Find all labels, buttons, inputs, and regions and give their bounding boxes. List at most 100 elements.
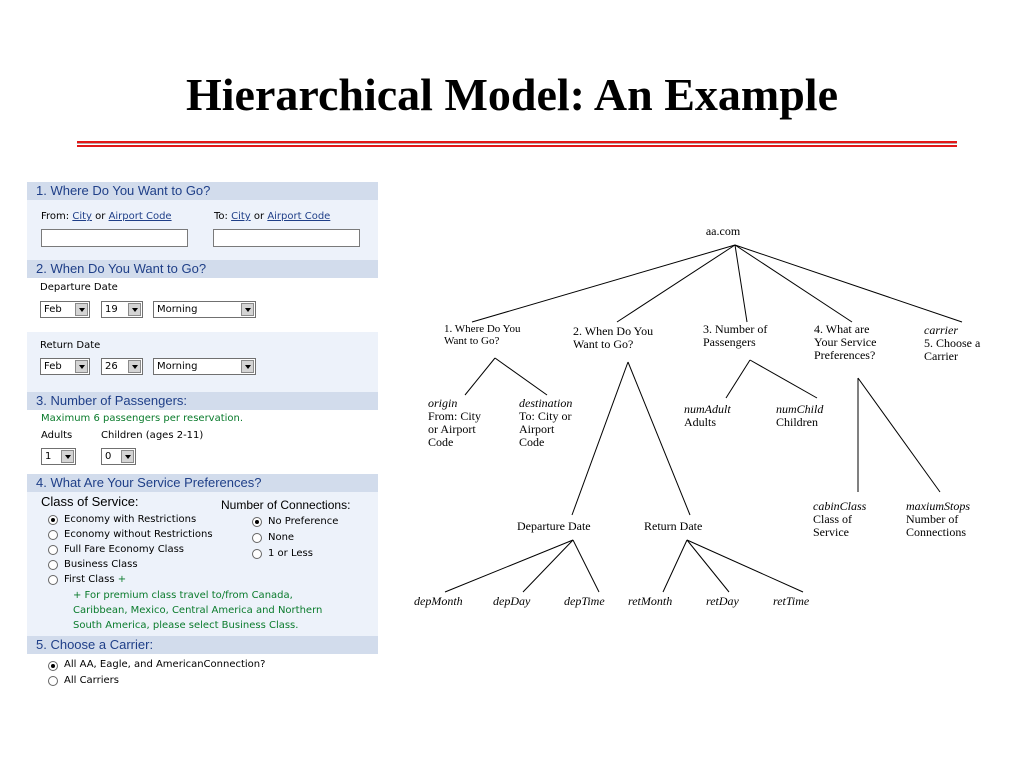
title-rule-bottom	[77, 145, 957, 147]
carrier-radio-all[interactable]	[48, 676, 58, 686]
carrier-radio-aa[interactable]	[48, 661, 58, 671]
node-max-stops-line: Connections	[906, 525, 966, 539]
chevron-down-icon	[75, 303, 88, 316]
edge-return-time	[686, 539, 804, 593]
dep-day-value: 19	[105, 304, 118, 315]
node-destination-line: Airport	[519, 422, 555, 436]
node-departure-date: Departure Date	[517, 519, 591, 533]
to-airport-code-link[interactable]: Airport Code	[267, 211, 331, 222]
node-service-line: 4. What are	[814, 322, 869, 336]
ret-day-value: 26	[105, 361, 118, 372]
chevron-down-icon	[75, 360, 88, 373]
chevron-down-icon	[128, 360, 141, 373]
edge-root-service	[734, 244, 853, 323]
to-city-link[interactable]: City	[231, 211, 251, 222]
adults-select[interactable]: 1	[41, 448, 76, 465]
from-city-link[interactable]: City	[72, 211, 92, 222]
connections-radio-no-preference[interactable]	[252, 517, 262, 527]
class-radio-economy-unrestricted[interactable]	[48, 530, 58, 540]
chevron-down-icon	[128, 303, 141, 316]
edge-passengers-adults	[725, 359, 751, 399]
node-where-line: 1. Where Do You	[444, 323, 521, 335]
ret-time-value: Morning	[157, 361, 198, 372]
tree-edges	[444, 244, 963, 593]
service-block: 4. What Are Your Service Preferences? Cl…	[27, 474, 378, 636]
premium-note-line: South America, please select Business Cl…	[73, 620, 299, 631]
carrier-option-label: All Carriers	[64, 675, 119, 686]
node-carrier-line: 5. Choose a	[924, 336, 981, 350]
node-passengers-line: 3. Number of	[703, 322, 767, 336]
children-select[interactable]: 0	[101, 448, 136, 465]
connections-radio-none[interactable]	[252, 533, 262, 543]
adults-label: Adults	[41, 430, 73, 441]
departure-date-label: Departure Date	[40, 282, 118, 293]
node-origin-line: From: City	[428, 409, 481, 423]
node-service-line: Preferences?	[814, 348, 875, 362]
node-num-adult-field: numAdult	[684, 402, 731, 416]
class-radio-economy-restricted[interactable]	[48, 515, 58, 525]
from-label: From: City or Airport Code	[41, 211, 172, 223]
node-when-line: Want to Go?	[573, 337, 633, 351]
leaf-dep-time: depTime	[564, 594, 605, 608]
carrier-block: 5. Choose a Carrier: All AA, Eagle, and …	[27, 636, 378, 691]
ret-time-select[interactable]: Morning	[153, 358, 256, 375]
slide-title: Hierarchical Model: An Example	[185, 69, 839, 120]
node-service: 4. What are Your Service Preferences?	[814, 322, 876, 362]
node-carrier-line: Carrier	[924, 349, 958, 363]
class-option-label: Economy without Restrictions	[64, 529, 213, 540]
ret-day-select[interactable]: 26	[101, 358, 143, 375]
chevron-down-icon	[241, 303, 254, 316]
connections-label: Number of Connections:	[221, 498, 351, 512]
leaf-ret-day: retDay	[706, 594, 740, 608]
dep-month-select[interactable]: Feb	[40, 301, 90, 318]
edge-root-carrier	[734, 244, 963, 323]
first-class-plus: +	[117, 574, 127, 585]
connections-radio-one-or-less[interactable]	[252, 549, 262, 559]
children-label: Children (ages 2-11)	[101, 430, 204, 441]
where-section-header: 1. Where Do You Want to Go?	[27, 182, 378, 200]
root-node-aa-com: aa.com	[706, 224, 741, 238]
node-where-line: Want to Go?	[444, 335, 499, 347]
carrier-section-header: 5. Choose a Carrier:	[27, 636, 378, 654]
premium-note-line: + For premium class travel to/from Canad…	[73, 590, 293, 601]
where-block: 1. Where Do You Want to Go? From: City o…	[27, 182, 378, 260]
class-radio-full-fare[interactable]	[48, 545, 58, 555]
leaf-ret-time: retTime	[773, 594, 810, 608]
to-prefix: To:	[214, 211, 228, 222]
dep-day-select[interactable]: 19	[101, 301, 143, 318]
first-class-text: First Class	[64, 574, 115, 585]
title-rule-top	[77, 141, 957, 143]
node-return-date: Return Date	[644, 519, 702, 533]
class-option-label: Full Fare Economy Class	[64, 544, 184, 555]
edge-return-month	[662, 539, 688, 593]
node-max-stops-line: Number of	[906, 512, 958, 526]
passengers-block: 3. Number of Passengers: Maximum 6 passe…	[27, 392, 378, 474]
node-origin-line: Code	[428, 435, 453, 449]
node-carrier: carrier 5. Choose a Carrier	[924, 323, 981, 363]
node-origin-line: or Airport	[428, 422, 476, 436]
node-num-child-field: numChild	[776, 402, 824, 416]
booking-form: 1. Where Do You Want to Go? From: City o…	[27, 182, 378, 691]
adults-value: 1	[45, 451, 52, 462]
node-cabin-class-line: Service	[813, 525, 849, 539]
service-section-header: 4. What Are Your Service Preferences?	[27, 474, 378, 492]
node-when: 2. When Do You Want to Go?	[573, 324, 653, 351]
to-input[interactable]	[213, 229, 360, 247]
node-origin: origin From: City or Airport Code	[428, 396, 481, 449]
dep-time-value: Morning	[157, 304, 198, 315]
edge-root-passengers	[734, 244, 748, 323]
class-radio-first[interactable]	[48, 575, 58, 585]
edge-where-origin	[464, 357, 496, 396]
node-destination-field: destination	[519, 396, 572, 410]
connection-option-label: No Preference	[268, 516, 339, 527]
dep-month-value: Feb	[44, 304, 62, 315]
from-input[interactable]	[41, 229, 188, 247]
dep-time-select[interactable]: Morning	[153, 301, 256, 318]
node-carrier-field: carrier	[924, 323, 958, 337]
class-radio-business[interactable]	[48, 560, 58, 570]
return-date-label: Return Date	[40, 340, 101, 351]
class-option-label: Economy with Restrictions	[64, 514, 197, 525]
from-airport-code-link[interactable]: Airport Code	[108, 211, 172, 222]
ret-month-select[interactable]: Feb	[40, 358, 90, 375]
